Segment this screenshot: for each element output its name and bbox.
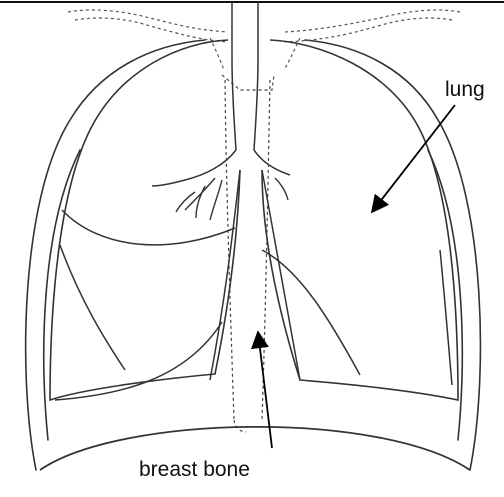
left-lung-fissure (62, 210, 235, 245)
bronchial-branches (176, 178, 288, 220)
left-lung-base-edge (55, 322, 222, 400)
left-lung-lower-edge (60, 245, 125, 370)
lung-label: lung (445, 78, 485, 102)
rib-cage-outline (26, 40, 481, 470)
breast-bone-arrow (258, 332, 272, 448)
right-lung-fissure (262, 250, 360, 375)
breast-bone-label: breast bone (139, 458, 250, 482)
heart-outline (210, 170, 300, 380)
diaphragm-curve (40, 427, 470, 470)
lung-arrow (372, 105, 455, 212)
left-lung-outline (50, 40, 240, 400)
right-lung-lower-edge (440, 250, 452, 385)
clavicles (68, 10, 460, 70)
right-lung-outline (262, 40, 458, 400)
